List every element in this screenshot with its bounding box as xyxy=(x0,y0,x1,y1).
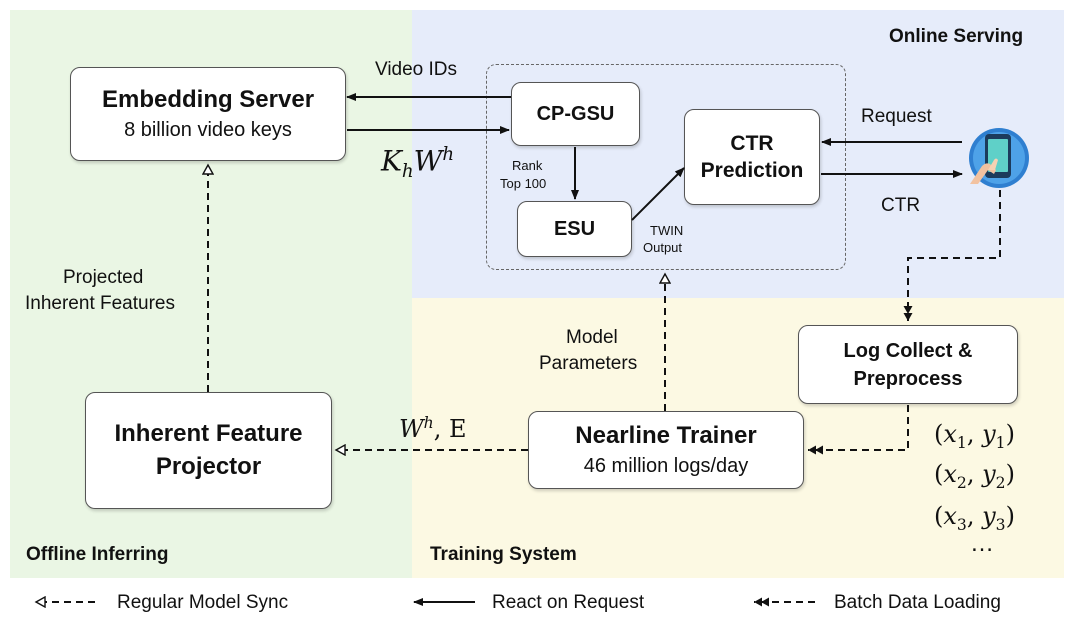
nearline-trainer-subtitle: 46 million logs/day xyxy=(583,454,749,477)
esu-box: ESU xyxy=(517,201,632,257)
projected-features-label-1: Projected xyxy=(63,267,144,288)
ctr-prediction-box: CTR Prediction xyxy=(684,109,820,205)
log-collect-title-2: Preprocess xyxy=(853,367,963,390)
cp-gsu-title: CP-GSU xyxy=(536,103,615,125)
cp-gsu-box: CP-GSU xyxy=(511,82,640,146)
sample-pair-2: (x2, y2) xyxy=(934,460,1015,492)
kh-wh-label: KhWh xyxy=(381,144,455,182)
sample-pair-3: (x3, y3) xyxy=(934,502,1015,534)
wh-e-label: Wh, E xyxy=(399,414,467,443)
model-parameters-label-2: Parameters xyxy=(539,353,638,374)
projector-title-2: Projector xyxy=(155,452,262,480)
rank-label-2: Top 100 xyxy=(500,176,547,191)
video-ids-label: Video IDs xyxy=(375,59,458,80)
legend-regular-model-sync: Regular Model Sync xyxy=(117,592,289,613)
legend-react-on-request: React on Request xyxy=(492,592,645,613)
request-label: Request xyxy=(861,106,932,127)
embedding-server-subtitle: 8 billion video keys xyxy=(124,118,292,141)
projected-features-label-2: Inherent Features xyxy=(25,293,175,314)
twin-output-label-2: Output xyxy=(643,240,683,255)
embedding-server-title: Embedding Server xyxy=(101,86,315,114)
twin-output-label-1: TWIN xyxy=(650,223,684,238)
nearline-trainer-box: Nearline Trainer 46 million logs/day xyxy=(528,411,804,489)
training-system-label: Training System xyxy=(430,544,577,565)
samples-ellipsis: … xyxy=(970,530,994,557)
model-parameters-label-1: Model xyxy=(566,327,618,348)
legend-batch-data-loading: Batch Data Loading xyxy=(834,592,1001,613)
ctr-label: CTR xyxy=(881,195,921,216)
ctr-prediction-title-2: Prediction xyxy=(700,159,804,182)
online-serving-label: Online Serving xyxy=(889,26,1024,47)
esu-title: ESU xyxy=(553,218,596,240)
ctr-prediction-title-1: CTR xyxy=(730,131,774,155)
twin-module-group xyxy=(486,64,846,270)
log-collect-box: Log Collect & Preprocess xyxy=(798,325,1018,404)
inherent-feature-projector-box: Inherent Feature Projector xyxy=(85,392,332,509)
offline-inferring-label: Offline Inferring xyxy=(26,544,169,565)
sample-pair-1: (x1, y1) xyxy=(934,420,1015,452)
embedding-server-box: Embedding Server 8 billion video keys xyxy=(70,67,346,161)
smartphone-touch-icon xyxy=(964,126,1034,190)
projector-title-1: Inherent Feature xyxy=(114,419,303,447)
log-collect-title-1: Log Collect & xyxy=(843,339,973,362)
nearline-trainer-title: Nearline Trainer xyxy=(575,422,757,450)
rank-label-1: Rank xyxy=(512,158,543,173)
